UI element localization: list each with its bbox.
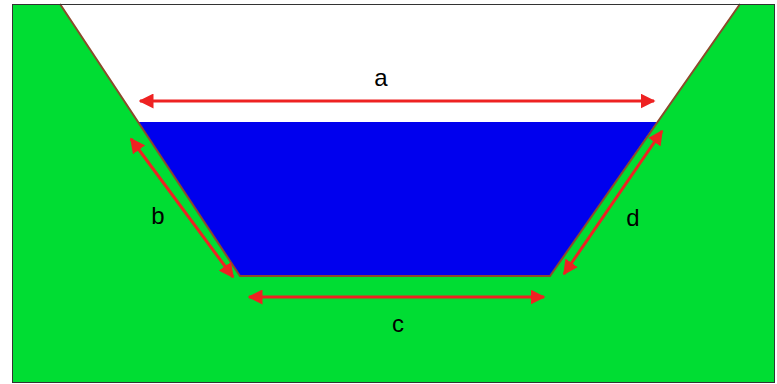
dimension-arrow	[564, 131, 662, 274]
dimension-arrow	[249, 296, 544, 299]
channel-bank	[60, 4, 740, 276]
dimension-label: d	[626, 206, 639, 230]
ground	[12, 4, 775, 383]
dimension-label: c	[392, 312, 404, 336]
dimension-arrow	[140, 100, 654, 103]
dimension-arrow	[131, 139, 233, 277]
dimension-label: b	[151, 204, 164, 228]
dimension-label: a	[374, 66, 387, 90]
frame	[13, 5, 775, 383]
